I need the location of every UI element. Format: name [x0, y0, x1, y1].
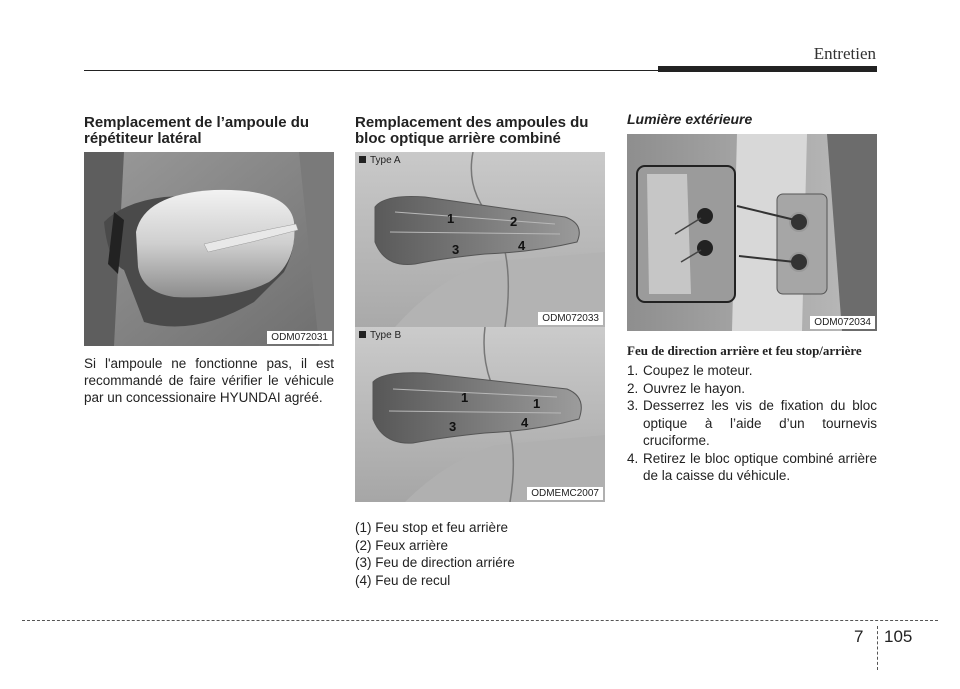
- bulb-legend: (1) Feu stop et feu arrière (2) Feux arr…: [355, 519, 605, 589]
- image-code-label: ODM072033: [538, 312, 603, 325]
- header-rule-accent: [658, 66, 877, 72]
- bullet-square-icon: [359, 331, 366, 338]
- legend-item: (2) Feux arrière: [355, 537, 449, 553]
- procedure-steps: 1.Coupez le moteur. 2.Ouvrez le hayon. 3…: [627, 362, 877, 485]
- tail-lamp-type-b-illustration: [355, 327, 605, 502]
- marker-1: 1: [461, 390, 469, 405]
- marker-4: 4: [521, 415, 529, 430]
- type-b-label: Type B: [359, 330, 401, 341]
- image-code-label: ODMEMC2007: [527, 487, 603, 500]
- tail-lamp-removal-photo: ODM072034: [627, 134, 877, 331]
- marker-2: 2: [510, 214, 518, 229]
- tail-lamp-type-a-photo: Type A 1 2 3 4 ODM072033: [355, 152, 605, 327]
- page-number: 105: [884, 627, 913, 646]
- chapter-number: 7: [854, 627, 864, 646]
- section-title-combination-lamp: Remplacement des ampoules du bloc optiqu…: [355, 114, 589, 147]
- bullet-square-icon: [359, 156, 366, 163]
- step-item: 4.Retirez le bloc optique combiné arrièr…: [627, 450, 877, 484]
- header-rule: [84, 70, 664, 71]
- tail-lamp-type-b-photo: Type B 1 1 3 4 ODMEMC2007: [355, 327, 605, 502]
- legend-item: (3) Feu de direction arriére: [355, 555, 515, 570]
- tail-lamp-type-a-illustration: [355, 152, 605, 327]
- footer-divider: [877, 626, 878, 670]
- section-title-side-repeater: Remplacement de l’ampoule du répétiteur …: [84, 114, 310, 147]
- page-header-title: Entretien: [813, 44, 876, 63]
- image-code-label: ODM072031: [267, 331, 332, 344]
- marker-1: 1: [533, 396, 541, 411]
- marker-1: 1: [447, 211, 455, 226]
- step-item: 3.Desserrez les vis de fixation du bloc …: [627, 398, 877, 448]
- marker-4: 4: [518, 238, 526, 253]
- step-item: 1.Coupez le moteur.: [627, 363, 753, 378]
- subsection-title: Feu de direction arrière et feu stop/arr…: [627, 343, 862, 358]
- side-repeater-body-text: Si l'ampoule ne fonctionne pas, il est r…: [84, 356, 334, 405]
- marker-3: 3: [452, 242, 460, 257]
- tail-lamp-removal-illustration: [627, 134, 877, 331]
- side-mirror-photo: ODM072031: [84, 152, 334, 346]
- side-mirror-illustration: [84, 152, 334, 346]
- marker-3: 3: [449, 419, 457, 434]
- step-item: 2.Ouvrez le hayon.: [627, 380, 746, 396]
- footer-rule: [22, 620, 938, 621]
- legend-item: (4) Feu de recul: [355, 572, 451, 588]
- section-title-exterior-lamp: Lumière extérieure: [627, 111, 753, 127]
- image-code-label: ODM072034: [810, 316, 875, 329]
- type-a-label: Type A: [359, 155, 401, 166]
- legend-item: (1) Feu stop et feu arrière: [355, 520, 509, 535]
